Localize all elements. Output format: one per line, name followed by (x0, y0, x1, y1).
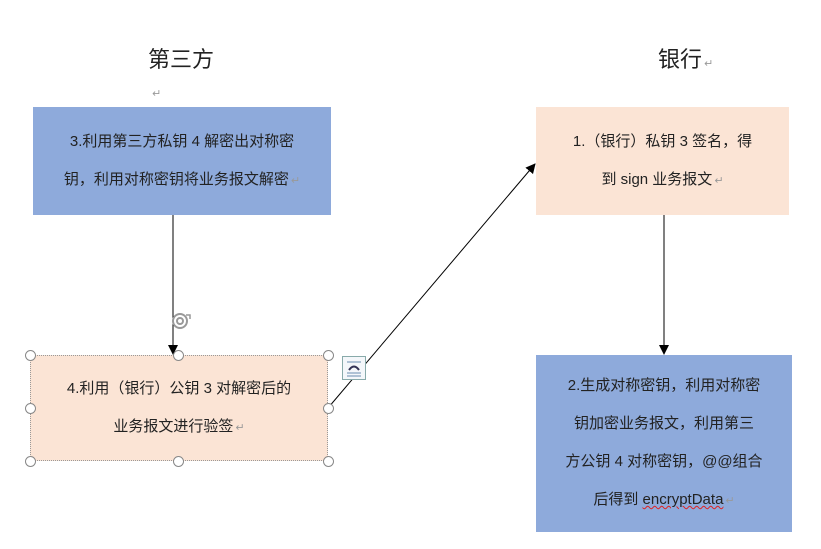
rotate-handle-icon (172, 313, 191, 329)
step1-line1: 1.（银行）私钥 3 签名，得 (572, 132, 753, 150)
step1-line2: 到 sign 业务报文 (601, 170, 713, 188)
resize-handle-s[interactable] (173, 456, 184, 467)
resize-handle-n[interactable] (173, 350, 184, 361)
step1-box[interactable]: 1.（银行）私钥 3 签名，得到 sign 业务报文↵ (536, 107, 789, 215)
paragraph-mark: ↵ (235, 421, 245, 434)
paragraph-mark: ↵ (714, 174, 724, 187)
step2-encryptdata: encryptData (642, 491, 724, 508)
step3-line1: 3.利用第三方私钥 4 解密出对称密 (69, 132, 295, 150)
paragraph-mark: ↵ (152, 88, 162, 100)
step3-line2: 钥，利用对称密钥将业务报文解密 (63, 170, 289, 188)
resize-handle-se[interactable] (323, 456, 334, 467)
resize-handle-sw[interactable] (25, 456, 36, 467)
title-third-party: 第三方 (148, 47, 215, 72)
step2-line1: 2.生成对称密钥，利用对称密 (567, 377, 761, 394)
title-bank: 银行↵ (658, 47, 714, 72)
step2-line4: 后得到 (593, 491, 643, 508)
step4-line2: 业务报文进行验签 (113, 417, 234, 435)
step2-line2: 钥加密业务报文，利用第三 (573, 415, 754, 432)
step3-box[interactable]: 3.利用第三方私钥 4 解密出对称密钥，利用对称密钥将业务报文解密↵ (33, 107, 331, 215)
step2-line3: 方公钥 4 对称密钥，@@组合 (565, 453, 763, 470)
paragraph-mark: ↵ (290, 174, 301, 187)
resize-handle-ne[interactable] (323, 350, 334, 361)
resize-handle-e[interactable] (323, 403, 334, 414)
step4-box[interactable]: 4.利用（银行）公钥 3 对解密后的业务报文进行验签↵ (30, 355, 328, 461)
step4-line1: 4.利用（银行）公钥 3 对解密后的 (66, 379, 292, 397)
layout-options-icon[interactable] (342, 356, 366, 380)
step2-box[interactable]: 2.生成对称密钥，利用对称密钥加密业务报文，利用第三方公钥 4 对称密钥，@@组… (536, 355, 792, 532)
resize-handle-w[interactable] (25, 403, 36, 414)
resize-handle-nw[interactable] (25, 350, 36, 361)
paragraph-mark: ↵ (725, 495, 735, 507)
